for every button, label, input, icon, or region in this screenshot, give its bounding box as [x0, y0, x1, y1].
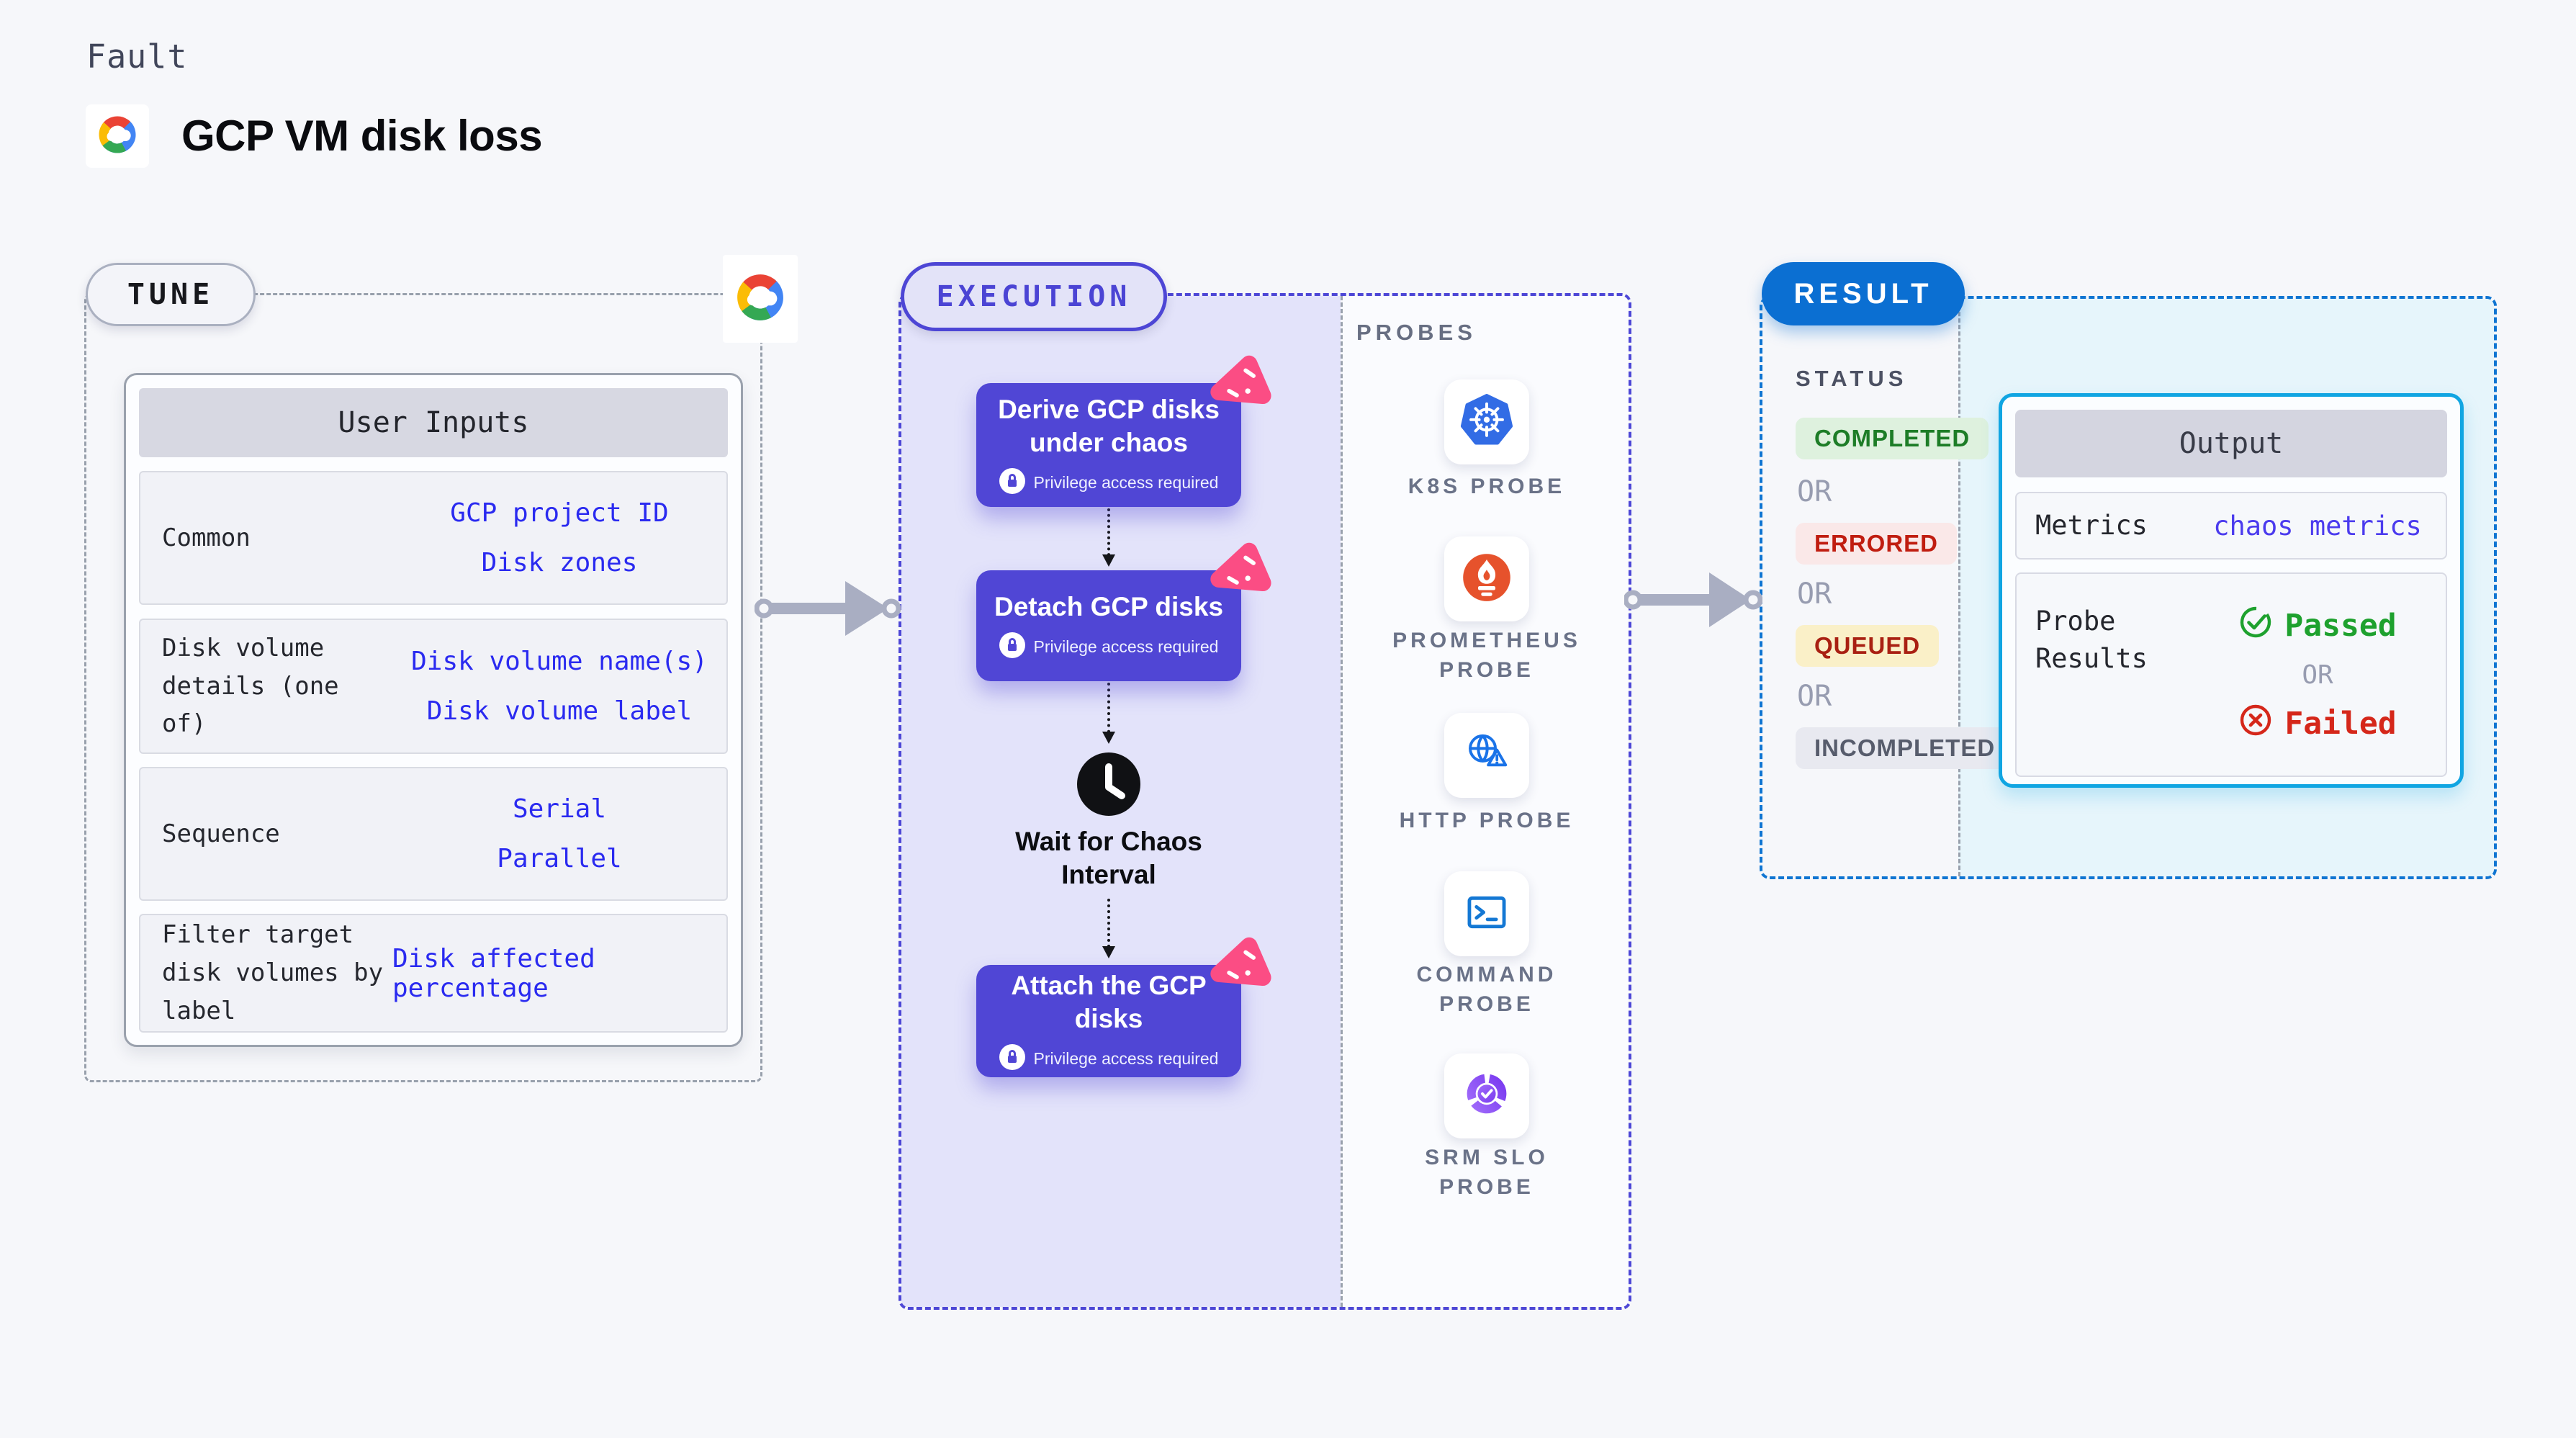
output-header: Output	[2015, 410, 2447, 477]
page-title: GCP VM disk loss	[181, 112, 543, 160]
step-title-line: under chaos	[1029, 427, 1188, 457]
input-row-label: Sequence	[162, 819, 280, 848]
passed-label: Passed	[2284, 608, 2397, 644]
input-row-label: Disk volume details (one of)	[162, 633, 339, 739]
input-row-values: Disk volume name(s) Disk volume label	[392, 647, 726, 726]
execution-to-result-arrow	[1623, 567, 1763, 637]
input-row-sequence: Sequence Serial Parallel	[139, 767, 728, 901]
flow-connector-arrow	[1102, 508, 1115, 567]
tune-section	[84, 293, 762, 1082]
probe-label: HTTP PROBE	[1399, 809, 1575, 832]
privilege-note: Privilege access required	[1033, 1048, 1219, 1068]
execution-pill: EXECUTION	[901, 262, 1167, 331]
input-value: Disk zones	[481, 548, 638, 578]
metrics-row: Metrics chaos metrics	[2015, 492, 2447, 560]
probe-results-label: Probe Results	[2035, 606, 2148, 674]
wait-for-chaos-interval-label: Wait for Chaos Interval	[995, 825, 1222, 891]
probe-label: SRM SLO PROBE	[1425, 1146, 1549, 1199]
input-row-values: Serial Parallel	[392, 794, 726, 873]
input-row-disk-volume-details: Disk volume details (one of) Disk volume…	[139, 619, 728, 754]
wait-label-line: Wait for Chaos	[1015, 827, 1202, 856]
chaos-experiment-icon	[1200, 349, 1273, 422]
clock-icon	[1074, 750, 1143, 822]
input-value: Serial	[512, 794, 607, 824]
probe-label: COMMAND PROBE	[1416, 963, 1557, 1016]
terminal-icon	[1462, 887, 1512, 941]
execution-probes-divider	[1341, 296, 1343, 1307]
gcp-logo-tile	[86, 104, 149, 168]
step-derive-gcp-disks: Derive GCP disks under chaos Privilege a…	[976, 383, 1241, 507]
status-badge-errored: ERRORED	[1796, 523, 1958, 565]
input-row-label: Common	[162, 523, 251, 552]
input-value: Disk volume name(s)	[411, 647, 708, 676]
user-inputs-card: User Inputs Common GCP project ID Disk z…	[124, 373, 743, 1047]
command-probe-tile	[1444, 871, 1529, 956]
k8s-probe-tile	[1444, 379, 1529, 464]
wait-label-line: Interval	[1061, 860, 1156, 889]
input-value: Disk affected percentage	[392, 943, 595, 1003]
gcp-cloud-icon	[94, 114, 141, 158]
slo-donut-icon	[1462, 1069, 1512, 1123]
input-row-values: Disk affected percentage	[392, 944, 726, 1003]
http-globe-icon	[1462, 729, 1512, 783]
failed-label: Failed	[2284, 706, 2397, 742]
output-card: Output Metrics chaos metrics Probe Resul…	[1999, 393, 2464, 788]
chaos-metrics-link: chaos metrics	[2213, 510, 2422, 542]
flow-connector-arrow	[1102, 899, 1115, 958]
tune-pill: TUNE	[86, 263, 256, 326]
or-separator: OR	[1797, 475, 1832, 508]
fault-eyebrow: Fault	[86, 37, 188, 76]
gcp-cloud-icon	[731, 272, 790, 326]
privilege-note: Privilege access required	[1033, 472, 1219, 492]
probe-results-row: Probe Results Passed OR	[2015, 572, 2447, 777]
lock-icon	[999, 467, 1025, 498]
input-value: Parallel	[497, 844, 622, 873]
input-row-common: Common GCP project ID Disk zones	[139, 471, 728, 605]
input-value: Disk volume label	[426, 696, 693, 726]
status-badge-queued: QUEUED	[1796, 625, 1940, 667]
kubernetes-icon	[1460, 393, 1513, 451]
step-title-line: Detach GCP disks	[994, 591, 1224, 621]
result-pill: RESULT	[1762, 262, 1965, 325]
probe-label: K8S PROBE	[1408, 475, 1566, 498]
probe-result-passed: Passed	[2238, 605, 2397, 647]
step-title-line: Derive GCP disks	[998, 394, 1220, 424]
status-badge-completed: COMPLETED	[1796, 418, 1989, 459]
tune-to-execution-arrow	[754, 575, 901, 645]
input-row-values: GCP project ID Disk zones	[392, 498, 726, 578]
http-probe-tile	[1444, 713, 1529, 798]
chaos-experiment-icon	[1200, 931, 1273, 1004]
srm-slo-probe-tile	[1444, 1053, 1529, 1138]
metrics-label: Metrics	[2035, 510, 2148, 541]
prometheus-icon	[1462, 552, 1512, 606]
step-detach-gcp-disks: Detach GCP disks Privilege access requir…	[976, 570, 1241, 681]
user-inputs-header: User Inputs	[139, 388, 728, 457]
lock-icon	[999, 1043, 1025, 1074]
x-circle-icon	[2238, 703, 2273, 745]
prometheus-probe-tile	[1444, 536, 1529, 621]
or-separator: OR	[2302, 660, 2333, 690]
lock-icon	[999, 632, 1025, 662]
status-heading: STATUS	[1796, 366, 1908, 391]
flow-connector-arrow	[1102, 683, 1115, 744]
step-title-line: Attach the GCP disks	[1011, 970, 1207, 1033]
gcp-logo-tile-tune	[723, 255, 798, 343]
input-row-label: Filter target disk volumes by label	[162, 920, 384, 1025]
privilege-note: Privilege access required	[1033, 637, 1219, 656]
probe-label: PROMETHEUS PROBE	[1392, 629, 1581, 682]
input-value: GCP project ID	[450, 498, 669, 528]
or-separator: OR	[1797, 578, 1832, 611]
probes-pane	[1343, 296, 1629, 1307]
status-badge-incompleted: INCOMPLETED	[1796, 727, 2014, 769]
input-row-filter-label: Filter target disk volumes by label Disk…	[139, 914, 728, 1033]
check-circle-icon	[2238, 605, 2273, 647]
probes-heading: PROBES	[1356, 320, 1477, 345]
step-attach-gcp-disks: Attach the GCP disks Privilege access re…	[976, 965, 1241, 1077]
probe-result-failed: Failed	[2238, 703, 2397, 745]
or-separator: OR	[1797, 680, 1832, 713]
chaos-experiment-icon	[1200, 536, 1273, 609]
